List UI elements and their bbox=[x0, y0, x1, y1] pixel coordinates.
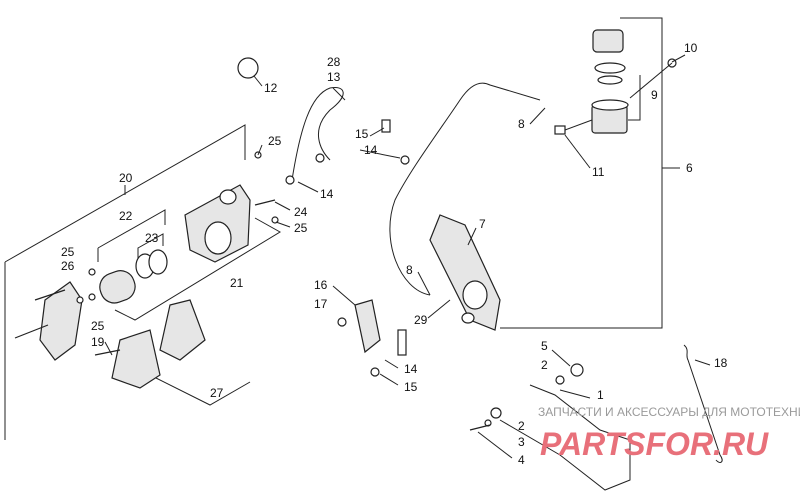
callout: 20 bbox=[119, 171, 133, 185]
leader-lines bbox=[104, 54, 711, 459]
callout: 25 bbox=[294, 221, 308, 235]
callout: 29 bbox=[414, 313, 428, 327]
callout: 2 bbox=[518, 419, 525, 433]
callout: 17 bbox=[314, 297, 328, 311]
callout: 15 bbox=[355, 127, 369, 141]
callout: 15 bbox=[404, 380, 418, 394]
bracket-lines bbox=[4, 17, 680, 440]
watermark-tagline: ЗАПЧАСТИ И АКСЕССУАРЫ ДЛЯ МОТОТЕХНИКИ bbox=[538, 405, 800, 419]
callout: 18 bbox=[714, 356, 728, 370]
callout: 21 bbox=[230, 276, 244, 290]
callout: 25 bbox=[91, 319, 105, 333]
callout: 5 bbox=[541, 339, 548, 353]
callout: 23 bbox=[145, 231, 159, 245]
callout: 1 bbox=[597, 388, 604, 402]
callout: 11 bbox=[592, 165, 605, 179]
callout: 22 bbox=[119, 209, 133, 223]
callout: 3 bbox=[518, 435, 525, 449]
callout: 7 bbox=[479, 217, 486, 231]
callout: 14 bbox=[320, 187, 334, 201]
callout: 4 bbox=[518, 453, 525, 467]
callout-labels: 12 28 13 25 15 14 14 24 25 20 22 23 25 2… bbox=[61, 41, 728, 467]
callout: 9 bbox=[651, 88, 658, 102]
callout: 8 bbox=[518, 117, 525, 131]
watermark-logo: PARTSFOR.RU bbox=[540, 426, 769, 462]
brake-caliper bbox=[14, 151, 279, 389]
callout: 13 bbox=[327, 70, 341, 84]
pedal-assembly bbox=[337, 299, 723, 491]
callout: 14 bbox=[404, 362, 418, 376]
callout: 25 bbox=[61, 245, 75, 259]
callout: 27 bbox=[210, 386, 224, 400]
callout: 26 bbox=[61, 259, 75, 273]
master-cylinder bbox=[429, 29, 677, 331]
callout: 28 bbox=[327, 55, 341, 69]
callout: 10 bbox=[684, 41, 698, 55]
callout: 16 bbox=[314, 278, 328, 292]
callout: 24 bbox=[294, 205, 308, 219]
callout: 12 bbox=[264, 81, 278, 95]
callout: 19 bbox=[91, 335, 105, 349]
callout: 25 bbox=[268, 134, 282, 148]
brake-hoses bbox=[237, 57, 541, 296]
callout: 8 bbox=[406, 263, 413, 277]
callout: 14 bbox=[364, 143, 378, 157]
callout: 2 bbox=[541, 358, 548, 372]
callout: 6 bbox=[686, 161, 693, 175]
